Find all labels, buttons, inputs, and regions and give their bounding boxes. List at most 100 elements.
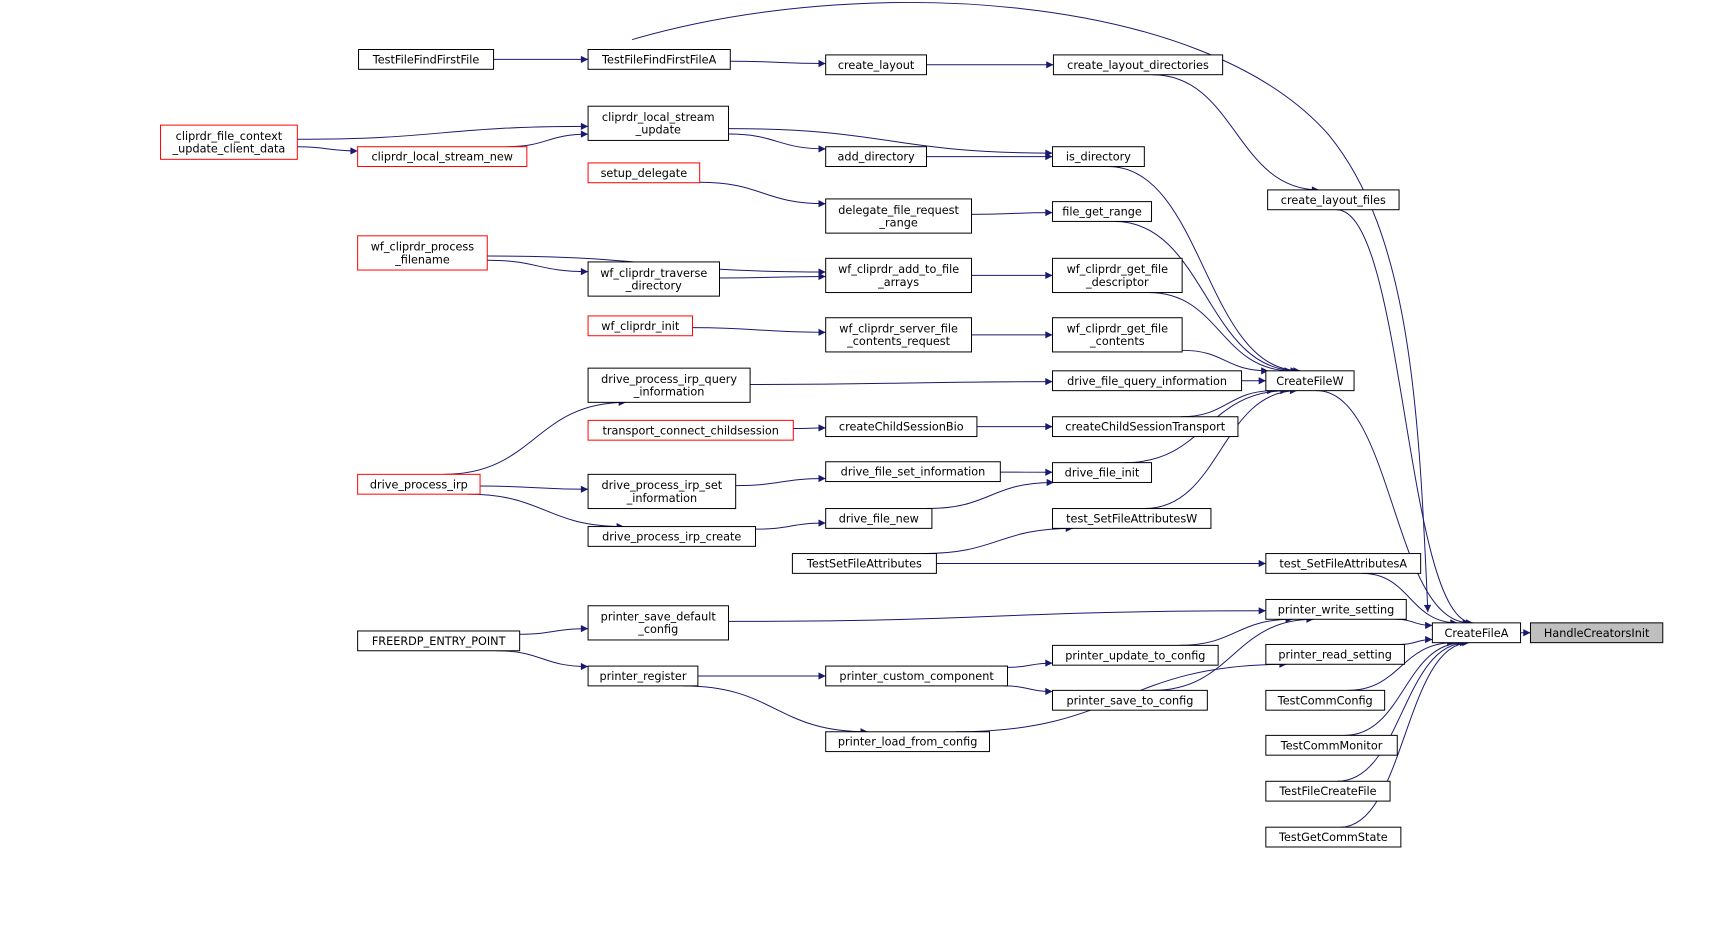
node-label: cliprdr_local_stream (602, 111, 715, 124)
node-drive-process-irp-create[interactable]: drive_process_irp_create (587, 526, 756, 547)
node-box (587, 473, 737, 510)
node-wf-cliprdr-get-file-descriptor[interactable]: wf_cliprdr_get_file_descriptor (1052, 257, 1183, 294)
node-box (1265, 553, 1422, 574)
node-drive-file-new[interactable]: drive_file_new (825, 508, 933, 529)
node-box (1052, 257, 1183, 294)
node-testfilefindfirstfilea[interactable]: TestFileFindFirstFileA (587, 49, 731, 70)
node-test-setfileattributesw[interactable]: test_SetFileAttributesW (1052, 508, 1212, 529)
edge-layer (297, 2, 1531, 828)
edge-path (730, 59, 826, 68)
node-box (587, 105, 729, 141)
edge-path (443, 398, 626, 475)
node-printer-load-from-config[interactable]: printer_load_from_config (825, 731, 991, 753)
node-printer-save-default-config[interactable]: printer_save_default_config (587, 605, 729, 641)
node-createfilea[interactable]: CreateFileA (1431, 622, 1522, 644)
edge-path (480, 485, 589, 493)
node-create-layout[interactable]: create_layout (825, 54, 928, 76)
node-wf-cliprdr-add-to-file-arrays[interactable]: wf_cliprdr_add_to_file_arrays (825, 257, 973, 294)
edge-path (719, 272, 826, 281)
call-edge-drive-process-irp-to-drive-process-irp-set-information (480, 485, 589, 493)
node-createfilew[interactable]: CreateFileW (1265, 370, 1355, 392)
node-printer-save-to-config[interactable]: printer_save_to_config (1052, 689, 1208, 711)
node-wf-cliprdr-get-file-contents[interactable]: wf_cliprdr_get_file_contents (1052, 317, 1183, 353)
node-testsetfileattributes[interactable]: TestSetFileAttributes (791, 553, 937, 574)
edge-path (1347, 639, 1455, 691)
node-delegate-file-request-range[interactable]: delegate_file_request_range (825, 198, 973, 234)
node-drive-process-irp-query-information[interactable]: drive_process_irp_query_information (587, 367, 751, 403)
node-drive-file-query-information[interactable]: drive_file_query_information (1052, 370, 1243, 392)
node-label: TestCommConfig (1277, 694, 1373, 707)
node-label: drive_file_set_information (841, 466, 986, 479)
node-label: printer_save_default (601, 611, 717, 624)
node-testcommconfig[interactable]: TestCommConfig (1265, 689, 1386, 711)
node-wf-cliprdr-init[interactable]: wf_cliprdr_init (587, 315, 693, 337)
node-testcommmonitor[interactable]: TestCommMonitor (1265, 734, 1398, 756)
edge-path (496, 650, 589, 671)
edge-path (728, 128, 1053, 157)
node-label: _range (878, 216, 917, 229)
node-wf-cliprdr-server-file-contents-request[interactable]: wf_cliprdr_server_file_contents_request (825, 317, 973, 353)
node-printer-update-to-config[interactable]: printer_update_to_config (1052, 644, 1219, 666)
node-add-directory[interactable]: add_directory (825, 146, 928, 168)
node-create-layout-directories[interactable]: create_layout_directories (1052, 54, 1224, 76)
edge-path (1344, 639, 1464, 736)
node-label: printer_save_to_config (1066, 694, 1193, 707)
node-freerdp-entry-point[interactable]: FREERDP_ENTRY_POINT (357, 630, 521, 652)
node-label: TestGetCommState (1278, 831, 1388, 844)
edge-path (926, 478, 1054, 510)
node-label: wf_cliprdr_add_to_file (838, 263, 959, 276)
node-drive-file-init[interactable]: drive_file_init (1052, 462, 1153, 483)
node-box (825, 508, 933, 529)
call-edge-test-setfileattributesw-to-createfilew (1144, 387, 1298, 510)
node-transport-connect-childsession[interactable]: transport_connect_childsession (587, 419, 794, 441)
node-label: _filename (394, 253, 450, 266)
node-box (1265, 826, 1402, 848)
node-createchildsessionbio[interactable]: createChildSessionBio (825, 416, 978, 438)
edge-path (755, 519, 826, 530)
edge-path (750, 378, 1053, 386)
node-test-setfileattributesa[interactable]: test_SetFileAttributesA (1265, 553, 1422, 574)
node-box (587, 49, 731, 70)
node-cliprdr-local-stream-update[interactable]: cliprdr_local_stream_update (587, 105, 729, 141)
node-box (587, 162, 701, 184)
node-printer-custom-component[interactable]: printer_custom_component (825, 665, 1009, 687)
node-setup-delegate[interactable]: setup_delegate (587, 162, 701, 184)
node-box (825, 198, 973, 234)
edge-path (971, 209, 1053, 217)
node-printer-register[interactable]: printer_register (587, 665, 699, 687)
node-is-directory[interactable]: is_directory (1052, 146, 1145, 168)
edge-path (1399, 635, 1433, 645)
call-edge-printer-save-to-config-to-printer-write-setting (1152, 615, 1314, 691)
call-edge-create-layout-directories-to-create-layout-files (1152, 74, 1320, 194)
call-edge-testcommconfig-to-createfilea (1347, 639, 1455, 691)
node-drive-process-irp[interactable]: drive_process_irp (357, 473, 481, 495)
node-label: createChildSessionTransport (1065, 421, 1225, 434)
node-printer-read-setting[interactable]: printer_read_setting (1265, 643, 1405, 665)
node-testfilefindfirstfile[interactable]: TestFileFindFirstFile (358, 49, 495, 70)
node-printer-write-setting[interactable]: printer_write_setting (1265, 598, 1407, 620)
node-label: drive_process_irp_create (602, 531, 741, 544)
edge-path (519, 625, 589, 635)
node-label: printer_read_setting (1278, 648, 1392, 661)
node-wf-cliprdr-traverse-directory[interactable]: wf_cliprdr_traverse_directory (587, 261, 720, 297)
node-drive-file-set-information[interactable]: drive_file_set_information (825, 461, 1001, 483)
node-handlecreatorsinit[interactable]: HandleCreatorsInit (1529, 622, 1664, 644)
node-testgetcommstate[interactable]: TestGetCommState (1265, 826, 1402, 848)
call-edge-printer-read-setting-to-createfilea (1399, 635, 1433, 645)
node-file-get-range[interactable]: file_get_range (1052, 201, 1153, 222)
edge-path (297, 122, 589, 140)
node-cliprdr-file-context-update-client-data[interactable]: cliprdr_file_context_update_client_data (160, 124, 298, 160)
node-drive-process-irp-set-information[interactable]: drive_process_irp_set_information (587, 473, 737, 510)
node-create-layout-files[interactable]: create_layout_files (1267, 189, 1400, 211)
node-testfilecreatefile[interactable]: TestFileCreateFile (1265, 780, 1391, 802)
node-label: printer_register (599, 670, 686, 683)
edge-path (1152, 615, 1314, 691)
node-box (825, 461, 1001, 483)
edge-path (632, 2, 1432, 613)
node-box (825, 317, 973, 353)
node-wf-cliprdr-process-filename[interactable]: wf_cliprdr_process_filename (357, 235, 488, 271)
node-label: _contents (1089, 335, 1145, 348)
node-box (1052, 416, 1239, 438)
node-createchildsessiontransport[interactable]: createChildSessionTransport (1052, 416, 1239, 438)
node-cliprdr-local-stream-new[interactable]: cliprdr_local_stream_new (357, 146, 528, 168)
